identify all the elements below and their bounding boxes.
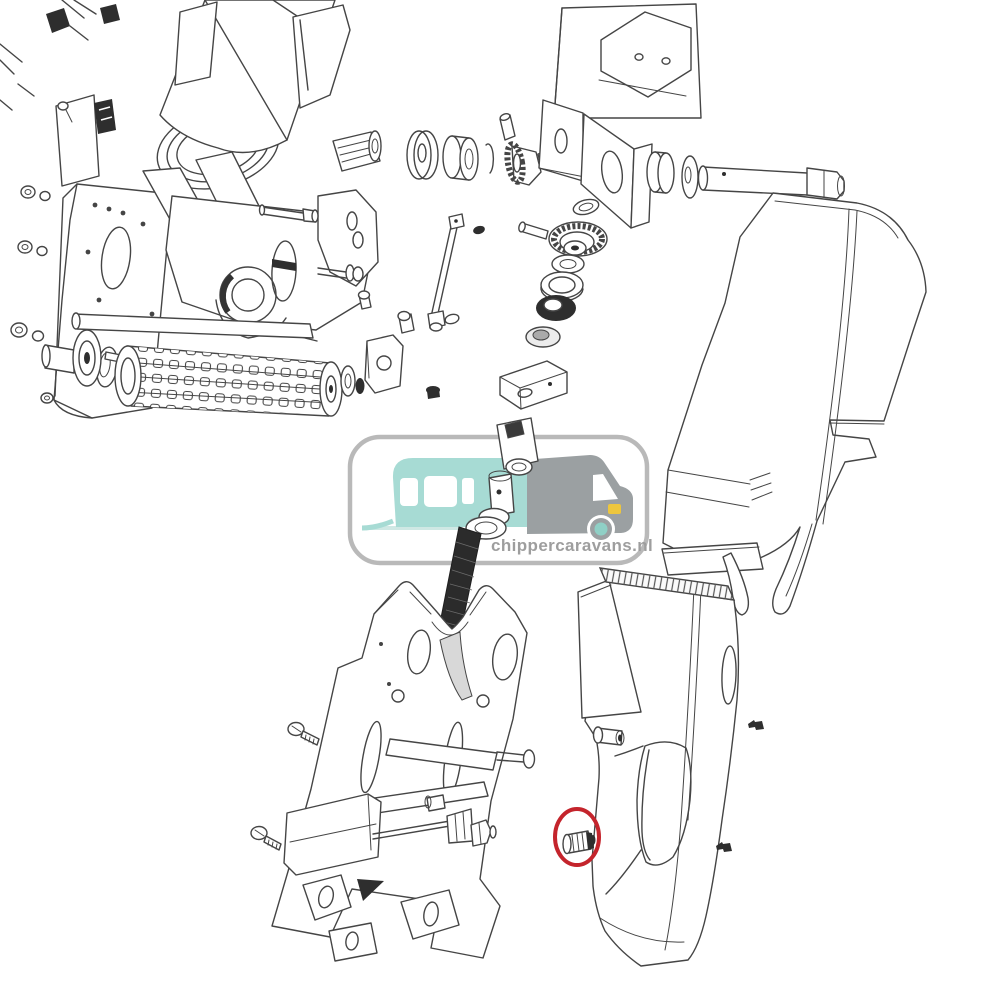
plate-screw [57, 101, 69, 111]
van-headlight [608, 504, 621, 514]
washer-nut-pairs [10, 185, 54, 404]
roller-end-cap [114, 345, 142, 407]
highlight-circle [553, 807, 601, 867]
wing-bracket [317, 189, 379, 287]
drive-roller [41, 329, 365, 417]
bolt-hex-head [806, 167, 845, 200]
plate-slot [272, 259, 296, 271]
edge-fragments [0, 0, 120, 111]
brush-housing [292, 4, 351, 109]
cover-bolt [592, 726, 625, 746]
cross-bar [385, 738, 498, 771]
cover-side-indent [721, 645, 737, 705]
small-screw [716, 842, 732, 852]
foot-plates [302, 874, 460, 962]
van-windshield [593, 474, 618, 501]
thrust-washer [525, 326, 561, 348]
van-wheel-hub [594, 522, 608, 536]
chassis-bracket-assembly [250, 581, 536, 962]
watermark-text: chippercaravans.nl [491, 536, 653, 555]
clevis-block [364, 334, 404, 394]
axle-bolt [697, 165, 845, 200]
outer-cover-lower [577, 567, 740, 967]
cover-hook-tail [722, 552, 750, 616]
motor-vent-slot [174, 1, 218, 86]
clamp-axle [372, 808, 497, 847]
flat-washer [551, 254, 585, 274]
ribbed-strip [598, 567, 736, 601]
van-icon [527, 455, 633, 534]
spindle-neck [488, 473, 515, 517]
motor-roller-assembly [0, 0, 440, 419]
swivel-bracket-assembly [538, 3, 845, 229]
gearbox-plate [165, 189, 379, 405]
ring-washer [572, 198, 600, 216]
spindle-assembly [437, 417, 539, 643]
spacer-block [499, 360, 568, 410]
plate-bolts [258, 204, 372, 310]
caravan-window [400, 478, 418, 506]
cover-lid-panel [577, 579, 642, 719]
loose-screws [553, 720, 764, 867]
lever-rod [430, 221, 459, 319]
oval-nut [444, 313, 460, 325]
small-screw [748, 720, 764, 730]
roller-knob-texture [120, 346, 339, 416]
caravan-door [462, 478, 474, 504]
drive-shaft-parts [332, 113, 555, 186]
bushing [442, 135, 462, 179]
clamp-block [283, 793, 382, 876]
crown-gear [548, 221, 608, 257]
lever-rod-group [397, 213, 485, 334]
caravan-window [424, 476, 457, 507]
dark-nut [473, 225, 485, 235]
dark-bearing [536, 295, 576, 321]
terminal-block [94, 99, 116, 134]
bearing-ring [540, 271, 584, 302]
pulley-washer-stack [646, 151, 699, 199]
ribbed-plug-screw [562, 830, 596, 855]
caravan-hitch [361, 518, 394, 531]
gear-bearing-stack [499, 221, 608, 410]
outer-cover-upper [661, 192, 927, 616]
shim-plate [55, 94, 100, 187]
cross-bar-bolt [522, 749, 536, 769]
fixing-screws [250, 721, 320, 851]
cover-scoop [605, 741, 692, 895]
bracket-box-side [630, 143, 653, 229]
